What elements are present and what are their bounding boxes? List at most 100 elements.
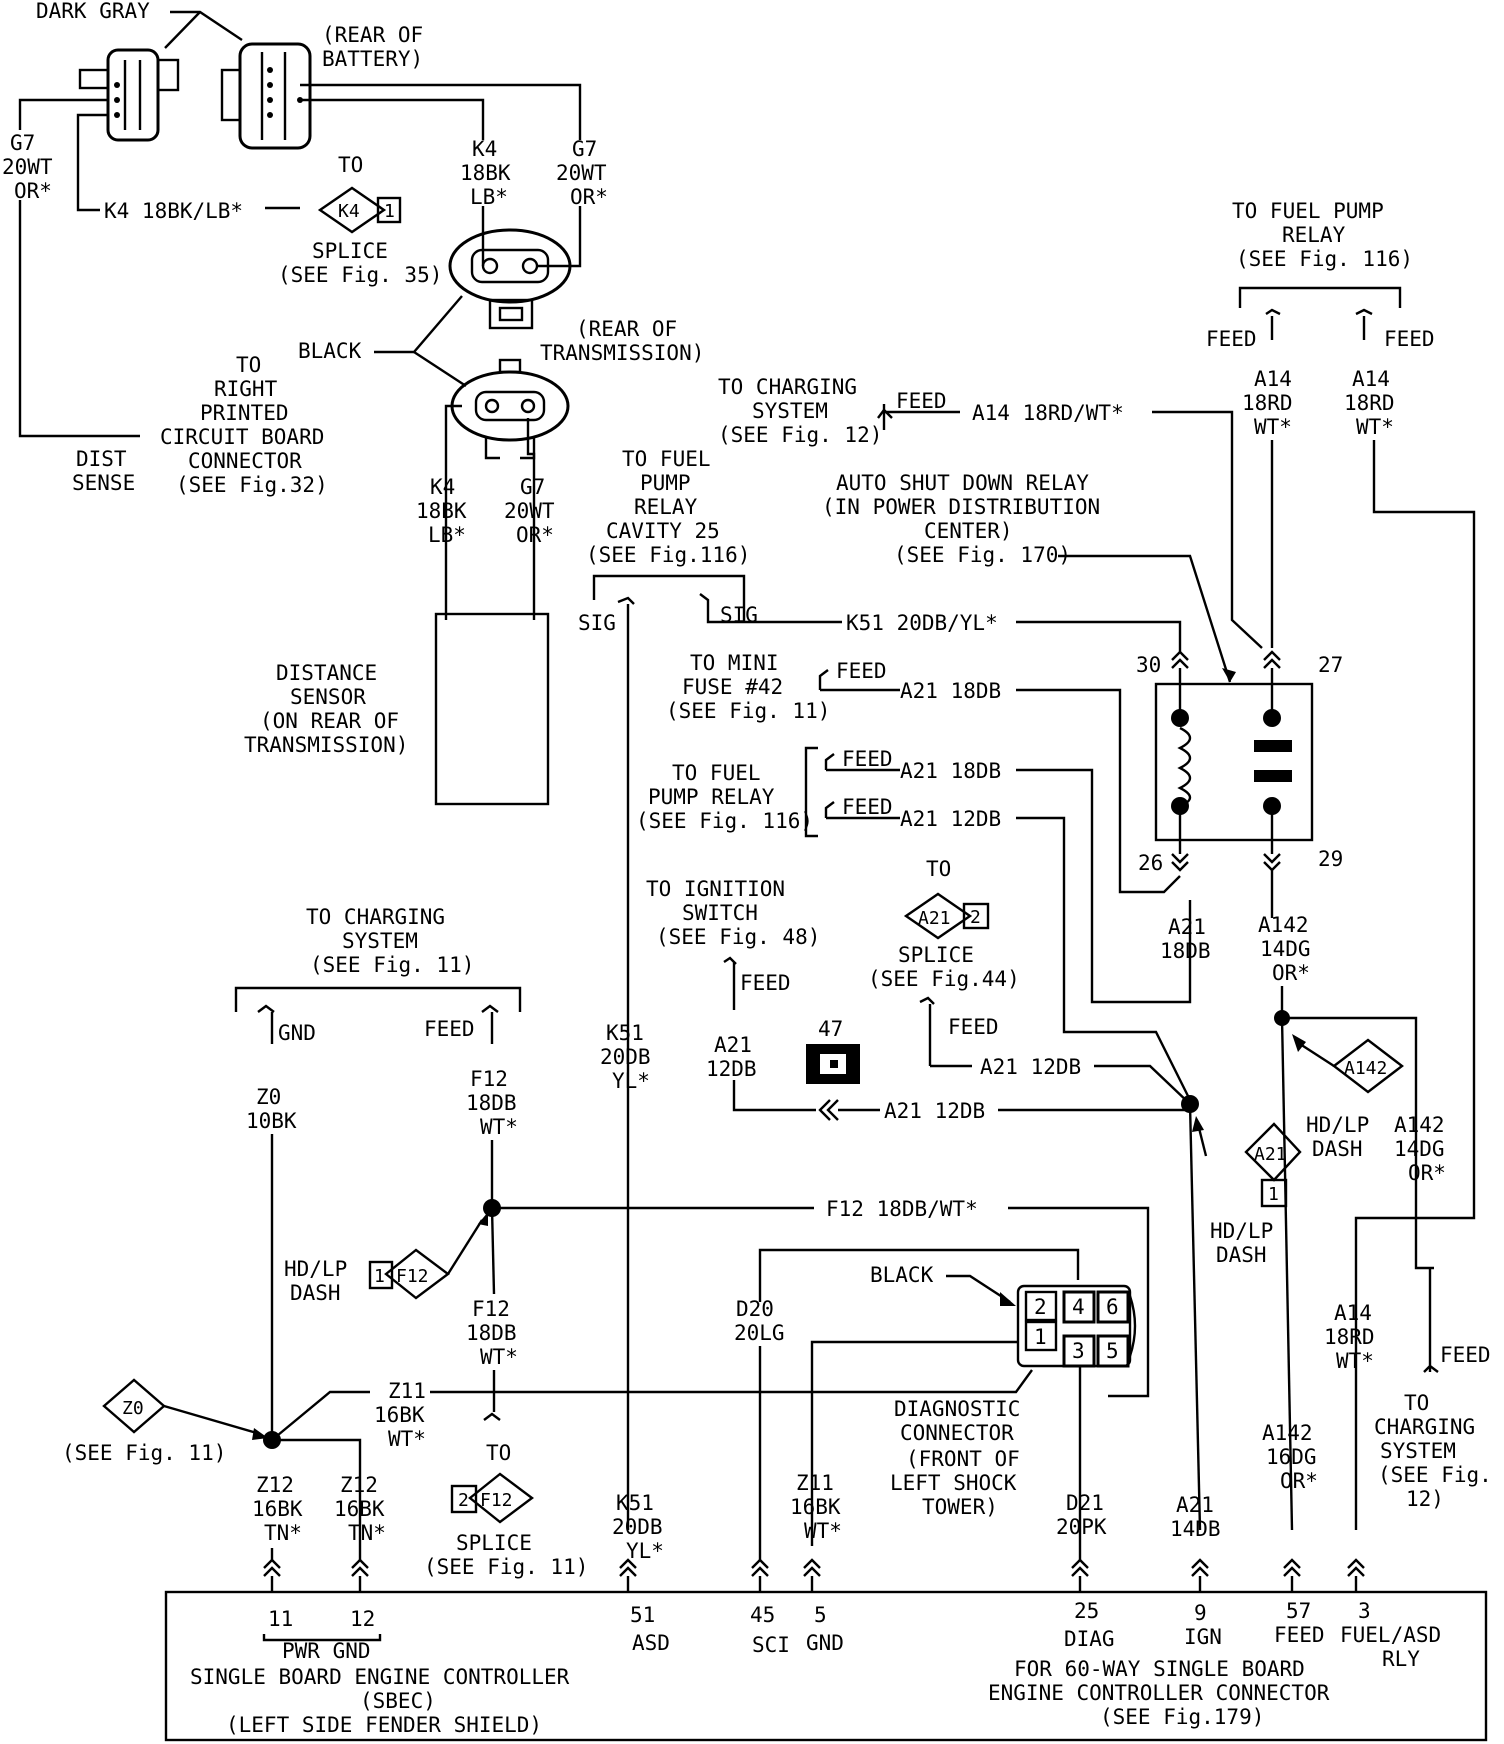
label-z11-lower-1: Z11: [796, 1471, 834, 1495]
label-see-fig-11: (SEE Fig. 11): [62, 1441, 226, 1465]
label-fpr-cav-3: RELAY: [634, 495, 698, 519]
label-to-pcb-5: CONNECTOR: [188, 449, 302, 473]
label-to-pcb-2: RIGHT: [214, 377, 278, 401]
tag-a142: A142: [1332, 1038, 1404, 1094]
label-rear-battery-2: BATTERY): [322, 47, 423, 71]
label-sig-b: SIG: [720, 603, 758, 627]
label-fpr-top-2: RELAY: [1282, 223, 1346, 247]
label-dist-sensor-1: DISTANCE: [276, 661, 377, 685]
label-fpr-mid-3: (SEE Fig. 116): [636, 809, 813, 833]
label-z12b-3: TN*: [348, 1521, 386, 1545]
label-z12a-3: TN*: [264, 1521, 302, 1545]
label-feed-fpr-1: FEED: [842, 747, 893, 771]
label-g7-left-3: OR*: [14, 179, 52, 203]
pin-45: 45: [750, 1603, 775, 1627]
label-k51-lower-3: YL*: [626, 1539, 664, 1563]
label-g7-left-2: 20WT: [2, 155, 53, 179]
label-black-top: BLACK: [298, 339, 362, 363]
tag-f12-splice-2: 2: [458, 1490, 469, 1511]
connector-cavity-marks: [263, 1558, 1365, 1592]
label-z0-2: 10BK: [246, 1109, 297, 1133]
label-z11-2: 16BK: [374, 1403, 425, 1427]
connector-upper-round: [448, 228, 572, 330]
pin-name-diag: DIAG: [1064, 1627, 1115, 1651]
label-to-splice-k4: TO: [338, 153, 363, 177]
connector-dark-gray: [78, 48, 180, 142]
label-d21-2: 20PK: [1056, 1515, 1107, 1539]
label-diag-3: (FRONT OF: [906, 1447, 1020, 1471]
label-k4-lower-2: 18BK: [416, 499, 467, 523]
tag-a21: A21: [918, 908, 951, 929]
label-diag-4: LEFT SHOCK: [890, 1471, 1017, 1495]
label-z11-lower-2: 16BK: [790, 1495, 841, 1519]
label-a14-b-3: WT*: [1356, 415, 1394, 439]
label-a142-vert-1: A142: [1258, 913, 1309, 937]
label-dist-sensor-3: (ON REAR OF: [260, 709, 399, 733]
label-z11-3: WT*: [388, 1427, 426, 1451]
label-a142-16dg-3: OR*: [1280, 1469, 1318, 1493]
tag-a21-b-1: 1: [1268, 1184, 1279, 1205]
label-60way-2: ENGINE CONTROLLER CONNECTOR: [988, 1681, 1330, 1705]
label-fpr-top-1: TO FUEL PUMP: [1232, 199, 1384, 223]
pin-57: 57: [1286, 1599, 1311, 1623]
label-pin-30: 30: [1136, 653, 1161, 677]
label-a21-vert-2: 18DB: [1160, 939, 1211, 963]
label-fpr-cav-5: (SEE Fig.116): [586, 543, 750, 567]
connector-rear-of-battery: [220, 42, 312, 150]
label-k51-lower-1: K51: [616, 1491, 654, 1515]
label-hdlp-a21-1: HD/LP: [1210, 1219, 1273, 1243]
label-feed-fpr-2: FEED: [842, 795, 893, 819]
label-k4-lower-1: K4: [430, 475, 455, 499]
pin-11: 11: [268, 1607, 293, 1631]
diag-pin-3: 3: [1072, 1339, 1085, 1363]
label-g7-top-3: OR*: [570, 185, 608, 209]
label-feed-charging12: FEED: [896, 389, 947, 413]
label-ign-3: (SEE Fig. 48): [656, 925, 820, 949]
label-mini-fuse-1: TO MINI: [690, 651, 779, 675]
label-g7-left-1: G7: [10, 131, 35, 155]
label-feed-charging12b: FEED: [1440, 1343, 1491, 1367]
label-ign-2: SWITCH: [682, 901, 758, 925]
label-fpr-mid-1: TO FUEL: [672, 761, 761, 785]
label-ign-1: TO IGNITION: [646, 877, 785, 901]
label-a21-14db-2: 14DB: [1170, 1517, 1221, 1541]
label-60way-3: (SEE Fig.179): [1100, 1705, 1264, 1729]
diag-pin-5: 5: [1106, 1339, 1119, 1363]
label-dist-sensor-4: TRANSMISSION): [244, 733, 408, 757]
tag-k4: K4: [338, 201, 360, 222]
label-dist-sensor-2: SENSOR: [290, 685, 366, 709]
label-fpr-cav-2: PUMP: [640, 471, 691, 495]
label-f12-wire: F12 18DB/WT*: [826, 1197, 978, 1221]
label-charging12b-4: (SEE Fig.: [1378, 1463, 1492, 1487]
label-fpr-cav-1: TO FUEL: [622, 447, 711, 471]
label-a14-b-2: 18RD: [1344, 391, 1395, 415]
label-charging12-1: TO CHARGING: [718, 375, 857, 399]
label-asd-3: CENTER): [924, 519, 1013, 543]
label-k51-wire: K51 20DB/YL*: [846, 611, 998, 635]
label-hdlp-f12-2: DASH: [290, 1281, 341, 1305]
label-diag-1: DIAGNOSTIC: [894, 1397, 1020, 1421]
label-z11-lower-3: WT*: [804, 1519, 842, 1543]
label-k4-top-1: K4: [472, 137, 497, 161]
label-g7-lower-1: G7: [520, 475, 545, 499]
pin-25: 25: [1074, 1599, 1099, 1623]
label-a142-vert-2: 14DG: [1260, 937, 1311, 961]
label-z11-1: Z11: [388, 1379, 426, 1403]
label-k4-top-3: LB*: [470, 185, 508, 209]
label-to-pcb-3: PRINTED: [200, 401, 289, 425]
label-a142-vert-3: OR*: [1272, 961, 1310, 985]
pin-name-gnd: GND: [806, 1631, 844, 1655]
label-hdlp-a142-2: DASH: [1312, 1137, 1363, 1161]
label-d20-1: D20: [736, 1297, 774, 1321]
tag-a21-2: 2: [970, 907, 981, 928]
label-to-pcb-6: (SEE Fig.32): [176, 473, 328, 497]
label-f12-1: F12: [470, 1067, 508, 1091]
pin-name-sci: SCI: [752, 1633, 790, 1657]
splice-k4-tag: K4 1: [317, 186, 402, 234]
splice-a21-tag: A21 2: [903, 892, 990, 940]
label-f12-lower-1: F12: [472, 1297, 510, 1321]
tag-a21-b: A21: [1254, 1144, 1287, 1165]
label-gnd: GND: [278, 1021, 316, 1045]
connector-47: 47: [806, 1017, 860, 1084]
label-charging12b-1: TO: [1404, 1391, 1429, 1415]
